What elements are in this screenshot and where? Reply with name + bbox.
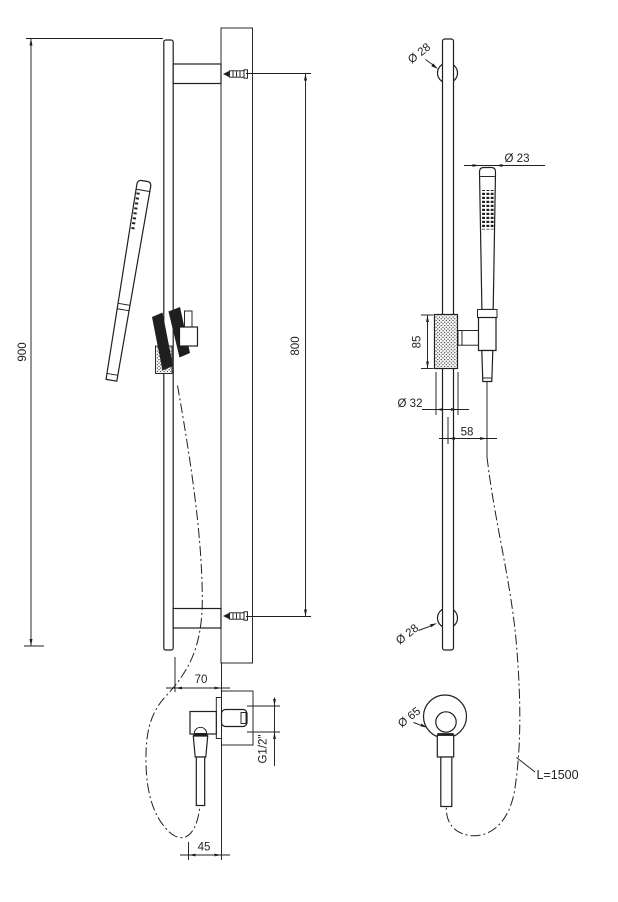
bottom-anchor-screw <box>222 609 250 622</box>
dim-handshower-diameter: Ø 23 <box>464 153 545 167</box>
slider-front <box>433 313 459 370</box>
hose-nut-body-front <box>436 734 455 758</box>
hand-shower-side <box>105 179 152 382</box>
top-wall-bracket <box>172 63 222 85</box>
dim-label-d65: Ø 65 <box>396 705 423 730</box>
dim-label-800: 800 <box>290 336 302 355</box>
dim-hose-length: L=1500 <box>516 757 579 782</box>
top-anchor-screw <box>222 67 250 80</box>
dim-projection-depth: 45 <box>180 745 230 860</box>
dim-label-900: 900 <box>17 342 29 361</box>
dim-label-85: 85 <box>412 336 424 349</box>
outlet-front-view: Ø 65 L=1500 <box>396 694 579 808</box>
bottom-wall-bracket <box>172 607 222 629</box>
dim-label-l1500: L=1500 <box>537 768 579 782</box>
holder-ring <box>477 309 498 318</box>
slider-knurl-texture-front <box>435 315 457 368</box>
outlet-side-view: G1/2" 45 <box>180 690 280 860</box>
dim-label-70: 70 <box>195 674 208 686</box>
dim-wall-clearance: 70 <box>166 657 230 692</box>
dim-escutcheon-diameter: Ø 65 <box>396 705 428 730</box>
hose-nut-dome <box>193 726 208 734</box>
hand-shower-handle-end <box>481 349 494 383</box>
outlet-elbow-front <box>435 711 457 733</box>
dim-top-bracket-diameter: Ø 28 <box>406 41 438 69</box>
hose-sleeve-side <box>195 756 206 807</box>
side-view: 900 800 70 <box>17 27 311 839</box>
thread-connector-end <box>240 712 247 724</box>
dim-thread-size: G1/2" <box>247 697 280 766</box>
holder-body <box>477 316 497 352</box>
dim-label-d32: Ø 32 <box>398 398 423 410</box>
dim-rail-length: 900 <box>17 38 163 647</box>
dim-label-45: 45 <box>198 842 211 854</box>
dim-label-58: 58 <box>461 427 474 439</box>
outlet-escutcheon-side <box>215 697 222 739</box>
slider-lock-knob-front <box>457 330 479 346</box>
holder-clamp-left <box>152 312 173 371</box>
slider-lock-knob-side <box>178 310 199 347</box>
spray-face-dashes <box>131 192 140 230</box>
shower-hose-front-loop <box>445 456 521 837</box>
spray-nozzle-grid <box>481 190 494 230</box>
dim-label-d23: Ø 23 <box>505 153 530 165</box>
dim-label-d28-bottom: Ø 28 <box>394 622 421 647</box>
hose-nut-body-side <box>192 735 209 758</box>
hand-shower-front <box>477 166 498 383</box>
dim-bottom-bracket-diameter: Ø 28 <box>394 622 437 647</box>
shower-hose-side <box>145 385 203 839</box>
dim-bracket-spacing: 800 <box>246 73 311 617</box>
hose-sleeve-front <box>440 756 453 808</box>
dim-slider-diameter: Ø 32 <box>398 372 469 415</box>
dim-label-g12: G1/2" <box>258 734 270 763</box>
hand-shower-stick <box>478 166 497 311</box>
dim-slider-height: 85 <box>412 314 434 369</box>
dim-handshower-offset: 58 <box>439 417 497 444</box>
wall-section-hatch <box>220 27 253 664</box>
